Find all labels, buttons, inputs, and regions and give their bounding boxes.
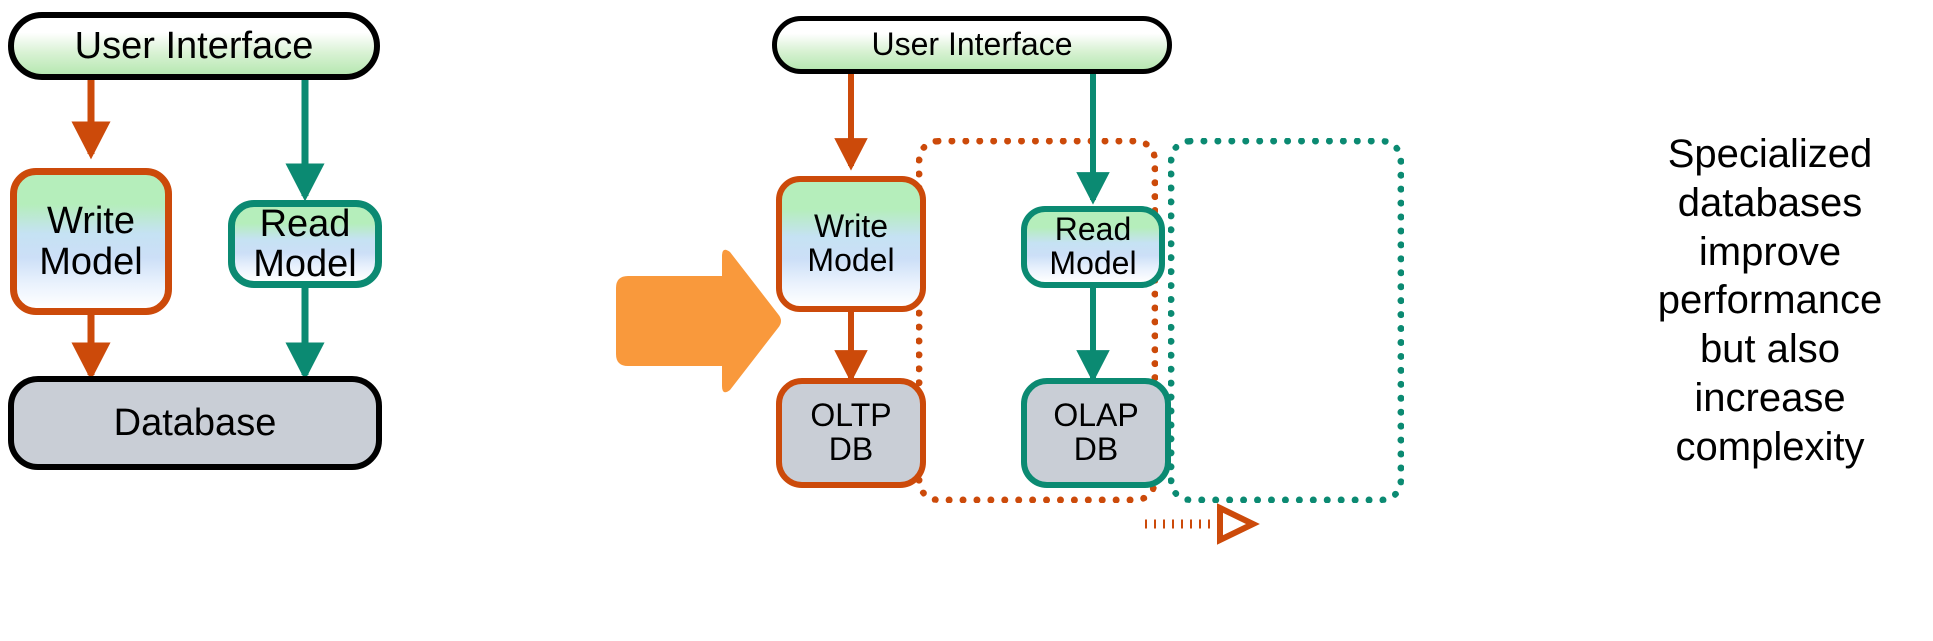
caption-line-6: increase bbox=[1694, 375, 1846, 420]
left-user-interface-label: User Interface bbox=[74, 24, 314, 67]
right-oltp-db-label-line2: DB bbox=[828, 431, 874, 467]
transition-arrow-icon bbox=[616, 249, 781, 393]
caption-line-4: performance bbox=[1657, 278, 1883, 323]
left-database-node[interactable]: Database bbox=[8, 376, 382, 470]
caption-line-1: Specialized bbox=[1667, 132, 1873, 176]
right-edge-oltp-to-olap-sync bbox=[1145, 503, 1260, 545]
right-user-interface-node[interactable]: User Interface bbox=[772, 16, 1172, 74]
caption-line-7: complexity bbox=[1675, 424, 1865, 469]
caption-line-2: databases bbox=[1677, 180, 1863, 225]
left-write-model-node[interactable]: Write Model bbox=[10, 168, 172, 315]
right-olap-db-label-line1: OLAP bbox=[1053, 397, 1139, 434]
right-user-interface-label: User Interface bbox=[871, 26, 1073, 63]
left-write-model-label-line2: Model bbox=[39, 240, 143, 283]
right-oltp-db-node[interactable]: OLTP DB bbox=[776, 378, 926, 488]
right-oltp-db-label-line1: OLTP bbox=[810, 397, 892, 434]
left-database-label: Database bbox=[113, 401, 277, 444]
left-user-interface-node[interactable]: User Interface bbox=[8, 12, 380, 80]
right-write-model-label-line1: Write bbox=[813, 208, 889, 245]
left-read-model-label-line1: Read bbox=[259, 202, 351, 245]
right-write-model-label-line2: Model bbox=[807, 242, 895, 278]
read-side-group-box bbox=[1168, 138, 1404, 503]
left-read-model-node[interactable]: Read Model bbox=[228, 200, 382, 288]
right-olap-db-node[interactable]: OLAP DB bbox=[1021, 378, 1171, 488]
right-read-model-label-line2: Model bbox=[1049, 245, 1137, 281]
caption-text: Specialized databases improve performanc… bbox=[1610, 130, 1930, 472]
left-read-model-label-line2: Model bbox=[253, 243, 357, 285]
write-side-group-box bbox=[916, 138, 1158, 503]
caption-line-3: improve bbox=[1698, 229, 1842, 274]
right-read-model-node[interactable]: Read Model bbox=[1021, 206, 1165, 288]
caption-line-5: but also bbox=[1699, 327, 1841, 372]
right-read-model-label-line1: Read bbox=[1054, 211, 1132, 248]
right-write-model-node[interactable]: Write Model bbox=[776, 176, 926, 312]
left-write-model-label-line1: Write bbox=[47, 200, 135, 243]
right-olap-db-label-line2: DB bbox=[1073, 431, 1119, 467]
